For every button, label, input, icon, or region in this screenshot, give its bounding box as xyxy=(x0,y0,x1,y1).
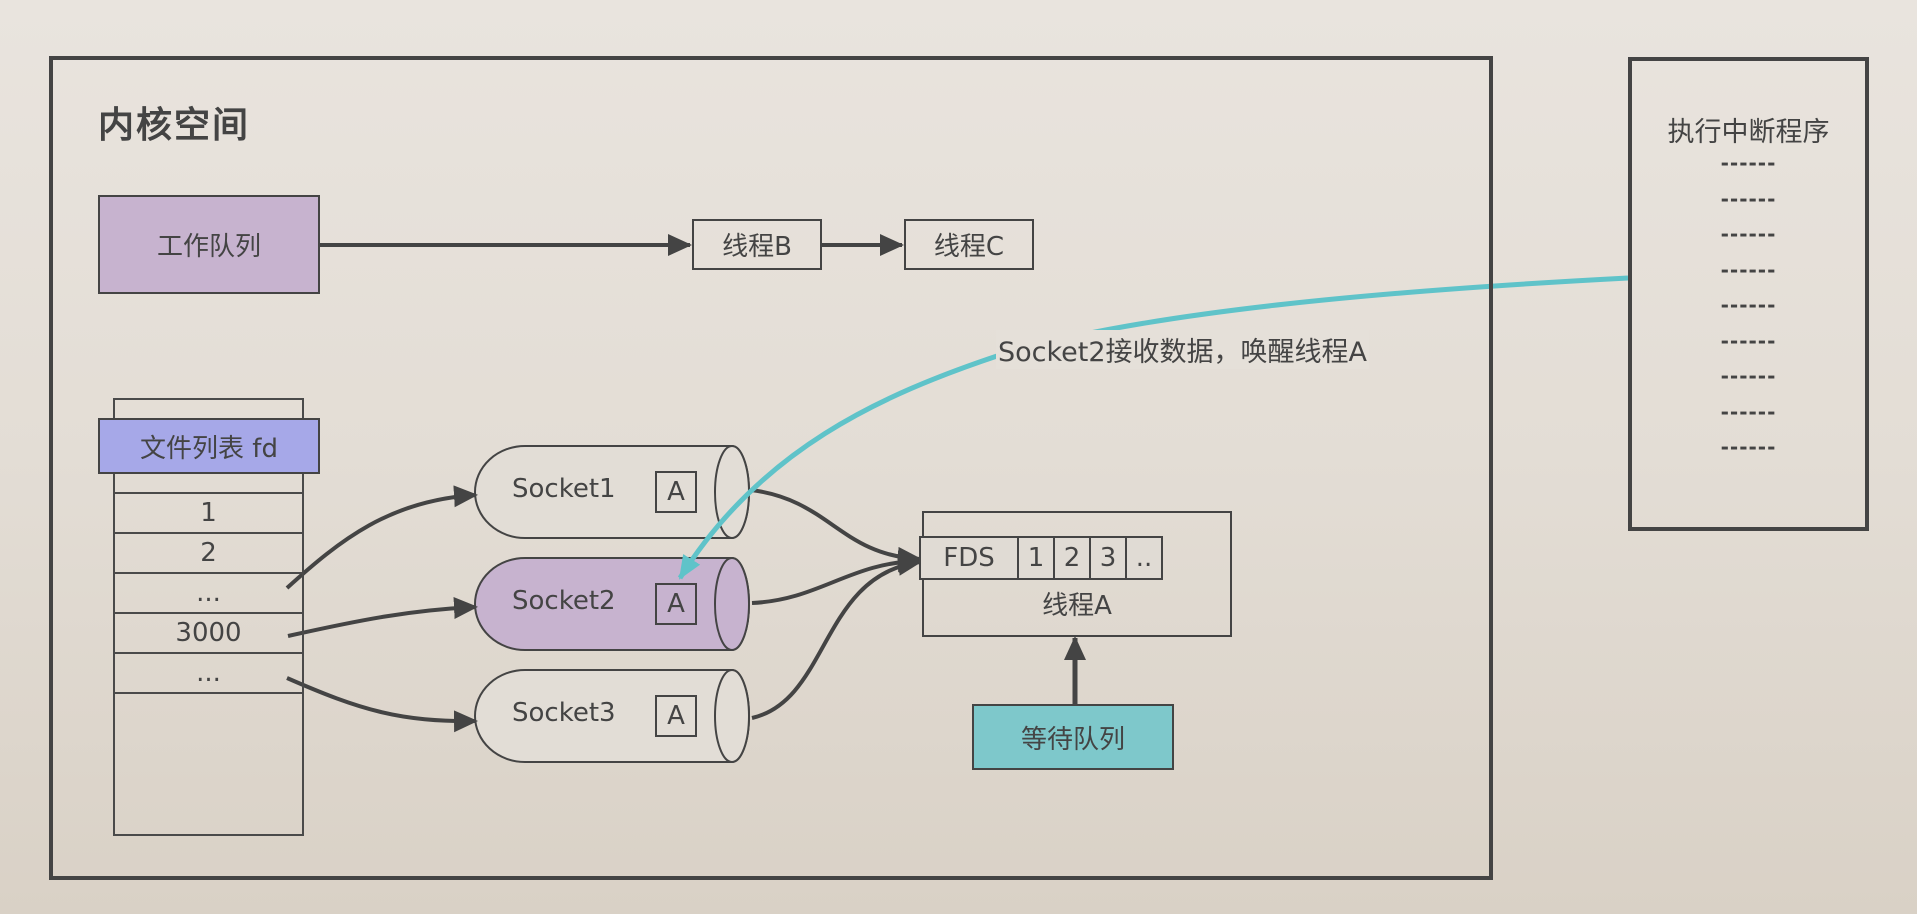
fd-table-row: ... xyxy=(113,572,304,612)
socket1-cylinder xyxy=(474,445,750,539)
wake-annotation: Socket2接收数据，唤醒线程A xyxy=(996,330,1370,369)
interrupt-code-line: ------ xyxy=(1720,364,1777,388)
fd-table-row: ... xyxy=(113,652,304,694)
fds-label: FDS xyxy=(943,543,995,573)
fds-item: .. xyxy=(1125,538,1161,578)
interrupt-code-line: ------ xyxy=(1720,222,1777,246)
fd-table-row: 1 xyxy=(113,492,304,532)
interrupt-handler-title: 执行中断程序 xyxy=(1667,117,1830,148)
interrupt-code-line: ------ xyxy=(1720,293,1777,317)
thread-a-label: 线程A xyxy=(1042,591,1112,621)
socket3-cylinder xyxy=(474,669,750,763)
socket3-label: Socket3 xyxy=(512,698,616,728)
socket2-cylinder xyxy=(474,557,750,651)
interrupt-handler-box xyxy=(1628,57,1869,531)
arrow-fd-to-socket1 xyxy=(285,485,478,590)
arrow-socket3-to-fds xyxy=(751,553,922,720)
socket2-thread-tag: A xyxy=(655,583,697,625)
arrow-socket1-to-fds xyxy=(750,488,922,569)
fds-list: FDS 1 2 3 .. xyxy=(919,536,1163,580)
socket3-thread-tag: A xyxy=(655,695,697,737)
fd-table xyxy=(113,398,304,836)
fd-table-row: 2 xyxy=(113,532,304,572)
fds-item: 3 xyxy=(1089,538,1125,578)
interrupt-code-line: ------ xyxy=(1720,151,1777,175)
arrow-fd-to-socket3 xyxy=(286,676,478,733)
wait-queue-box: 等待队列 xyxy=(972,704,1174,770)
work-queue-box: 工作队列 xyxy=(98,195,320,294)
arrow-socket2-to-fds xyxy=(751,550,922,605)
socket1-thread-tag: A xyxy=(655,471,697,513)
socket2-label: Socket2 xyxy=(512,586,616,616)
fd-table-row: 3000 xyxy=(113,612,304,652)
interrupt-code-line: ------ xyxy=(1720,329,1777,353)
interrupt-code-line: ------ xyxy=(1720,258,1777,282)
kernel-space-region xyxy=(49,56,1493,880)
kernel-space-title: 内核空间 xyxy=(98,105,251,146)
thread-b-box: 线程B xyxy=(692,219,822,270)
fds-item: 2 xyxy=(1053,538,1089,578)
arrow-fd-to-socket2 xyxy=(287,597,478,638)
interrupt-code-line: ------ xyxy=(1720,435,1777,459)
interrupt-code-line: ------ xyxy=(1720,400,1777,424)
fd-table-header: 文件列表 fd xyxy=(98,418,320,474)
interrupt-code-line: ------ xyxy=(1720,187,1777,211)
thread-c-box: 线程C xyxy=(904,219,1034,270)
socket1-label: Socket1 xyxy=(512,474,616,504)
fds-item: 1 xyxy=(1017,538,1053,578)
